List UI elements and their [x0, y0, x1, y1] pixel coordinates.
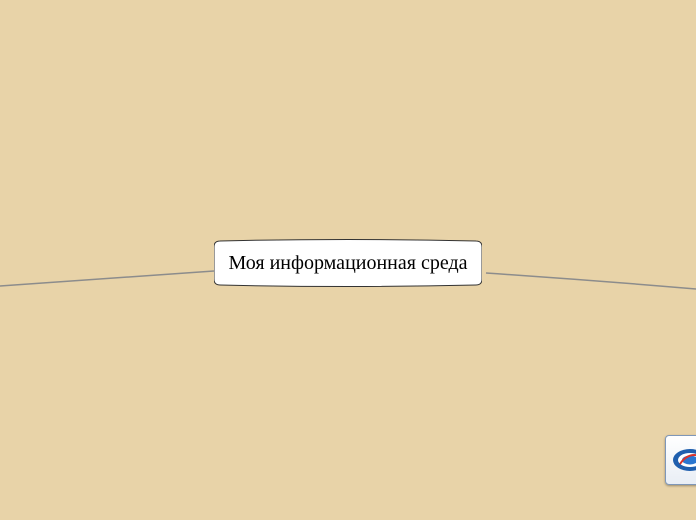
connector-right	[485, 272, 696, 290]
app-logo-icon	[673, 449, 696, 471]
central-topic-node[interactable]: Моя информационная среда	[214, 239, 482, 287]
central-topic-shape	[214, 239, 482, 287]
app-logo-button[interactable]	[665, 435, 696, 485]
connector-left	[0, 270, 215, 287]
central-topic-label: Моя информационная среда	[228, 251, 468, 274]
